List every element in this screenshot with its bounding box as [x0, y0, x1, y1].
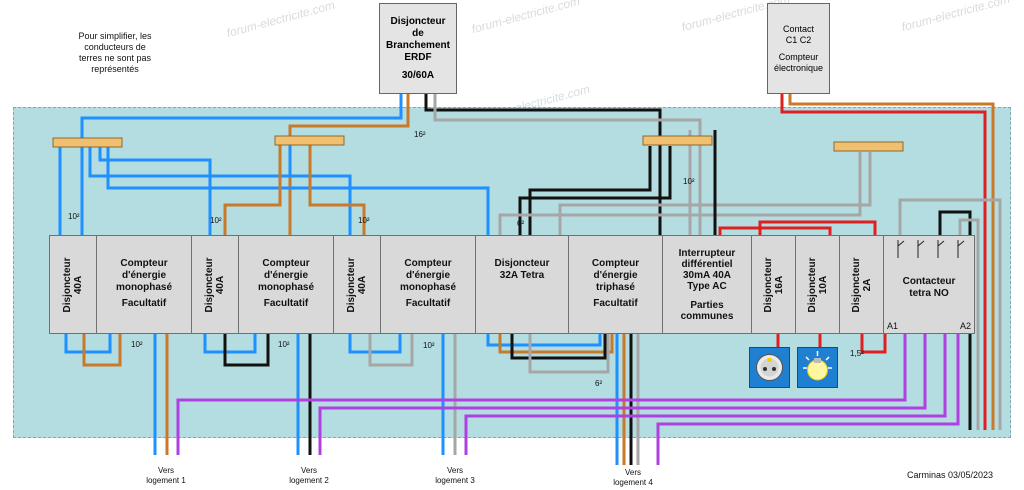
- section-label: 1,5²: [850, 349, 864, 358]
- socket-icon: [749, 347, 790, 388]
- terminal-a1: A1: [887, 321, 899, 331]
- section-label: 10²: [210, 216, 222, 225]
- section-label: 10²: [68, 212, 80, 221]
- lamp-icon: [797, 347, 838, 388]
- section-label: 10²: [358, 216, 370, 225]
- section-label: 6²: [595, 379, 603, 388]
- section-label: 10²: [131, 340, 143, 349]
- section-label: 16²: [414, 130, 426, 139]
- section-label: 10²: [278, 340, 290, 349]
- section-label: 10²: [683, 177, 695, 186]
- section-label: 6²: [517, 219, 525, 228]
- contactor-switch-icon: [897, 240, 965, 258]
- signature: Carminas 03/05/2023: [907, 470, 994, 480]
- section-label: 10²: [423, 341, 435, 350]
- terminal-a2: A2: [959, 321, 971, 331]
